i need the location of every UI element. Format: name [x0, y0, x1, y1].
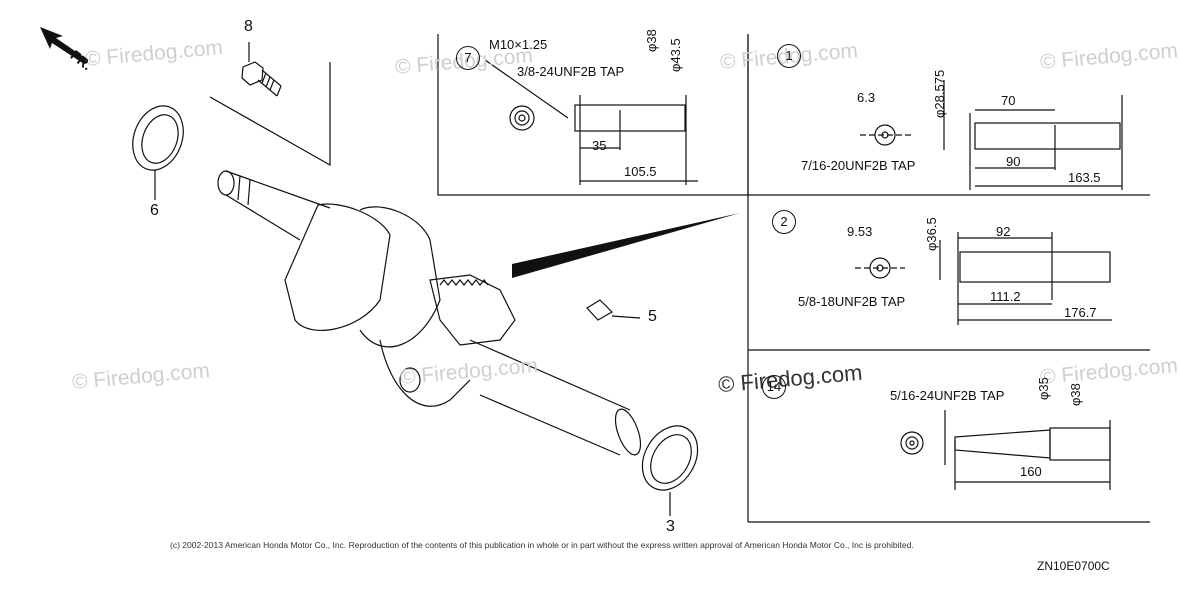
diagram-code: ZN10E0700C — [1037, 559, 1110, 573]
detail-type-badge-7: 7 — [456, 46, 480, 70]
oil-seal-6-icon — [132, 105, 184, 200]
dim-label: 163.5 — [1068, 170, 1101, 185]
dim-label: φ43.5 — [668, 38, 683, 72]
detail-type-badge-1: 1 — [777, 44, 801, 68]
tap-spec-1: 7/16-20UNF2B TAP — [801, 158, 916, 173]
dim-label: φ38 — [1068, 383, 1083, 406]
dim-label: 111.2 — [990, 289, 1021, 304]
part-callout-6: 6 — [150, 202, 159, 219]
thread-spec: M10×1.25 — [489, 37, 548, 52]
tap-spec-14: 5/16-24UNF2B TAP — [890, 388, 1005, 403]
dim-label: 160 — [1020, 464, 1042, 479]
tap-spec-7: 3/8-24UNF2B TAP — [517, 64, 625, 79]
tap-spec-2: 5/8-18UNF2B TAP — [798, 294, 906, 309]
shaft-detail-2 — [855, 232, 1112, 325]
dim-label: φ36.5 — [924, 217, 939, 251]
dim-label: 105.5 — [624, 164, 657, 179]
oil-seal-3-icon — [641, 425, 699, 516]
part-callout-5: 5 — [648, 308, 657, 325]
detail-type-badge-14: 14 — [762, 375, 786, 399]
part-callout-8: 8 — [244, 18, 253, 35]
dim-label: 176.7 — [1064, 305, 1097, 320]
dim-label: 6.3 — [857, 90, 876, 105]
dim-label: 70 — [1001, 93, 1016, 108]
crankshaft-icon — [217, 170, 642, 456]
part-callout-3: 3 — [666, 518, 675, 535]
dim-label: 35 — [592, 138, 607, 153]
key-5-icon — [586, 299, 641, 321]
dim-label: φ35 — [1036, 377, 1051, 400]
detail-type-badge-2: 2 — [772, 210, 796, 234]
shaft-detail-14 — [900, 410, 1111, 490]
pointer-arrow-icon — [512, 213, 740, 278]
dim-label: φ38 — [644, 29, 659, 52]
bolt-frame — [209, 62, 331, 167]
shaft-detail-1 — [860, 80, 1123, 190]
dim-label: φ28.575 — [932, 69, 947, 118]
dim-label: 9.53 — [847, 224, 873, 239]
bolt-8-icon — [241, 42, 282, 97]
shaft-detail-7 — [484, 59, 698, 185]
copyright-notice: (c) 2002-2013 American Honda Motor Co., … — [170, 540, 914, 550]
dim-label: 90 — [1006, 154, 1021, 169]
dim-label: 92 — [996, 224, 1011, 239]
fr-arrow-icon — [40, 27, 88, 64]
